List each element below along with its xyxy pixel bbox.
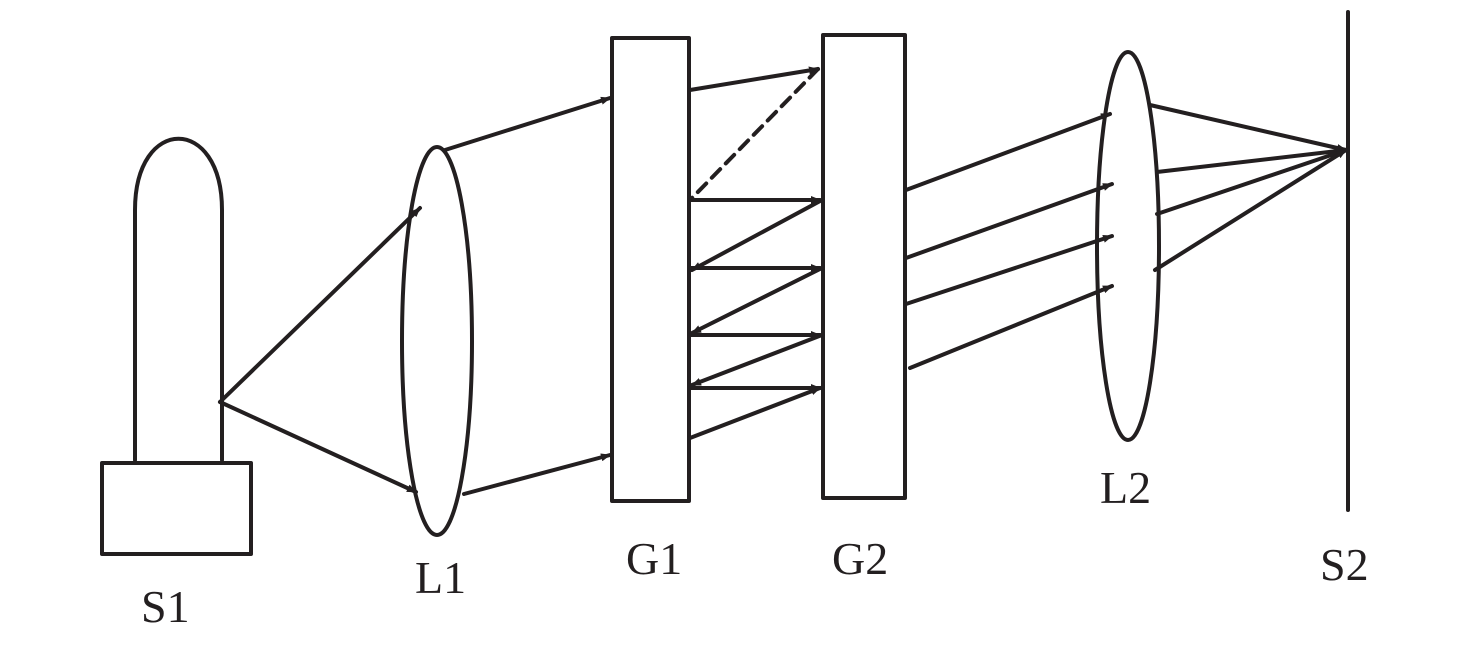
label-l2: L2: [1100, 462, 1151, 513]
lamp-base: [100, 461, 253, 556]
rays-source-to-l1: [218, 206, 422, 494]
rays-g2-to-l2: [904, 112, 1114, 370]
grating-g1: [610, 36, 691, 503]
rays-l1-to-g1: [443, 96, 612, 496]
label-l1: L1: [415, 552, 466, 603]
label-g1: G1: [626, 533, 682, 584]
label-g2: G2: [832, 533, 888, 584]
label-s1: S1: [141, 581, 190, 632]
lamp-bulb: [133, 136, 224, 462]
light-source-s1: [100, 136, 253, 556]
rays-l2-to-focus: [1148, 103, 1348, 272]
lens-l2: [1095, 50, 1161, 442]
grating-g2: [821, 33, 907, 500]
lens-l1: [400, 145, 474, 537]
rays-between-gratings: [688, 66, 824, 440]
label-s2: S2: [1320, 539, 1369, 590]
